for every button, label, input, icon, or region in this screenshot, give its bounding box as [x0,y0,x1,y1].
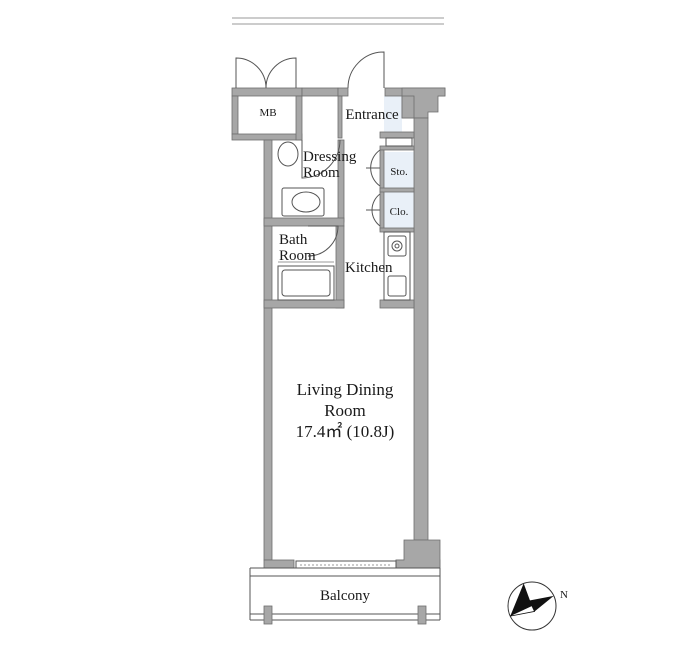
closet-label: Clo. [390,206,409,218]
mb-label: MB [259,107,276,119]
storage-label: Sto. [390,166,408,178]
living-dining-label-2: Room [324,401,366,420]
living-dining-area: 17.4㎡ (10.8J) [296,422,395,441]
bath-room-label-1: Bath [279,232,308,248]
compass: N [507,581,568,631]
north-label: N [560,589,568,601]
balcony-label: Balcony [320,588,370,604]
entrance-tint [384,96,414,228]
entrance-label: Entrance [345,107,399,123]
fixtures [277,137,413,301]
dressing-room-label-1: Dressing [303,149,357,165]
doors [235,51,385,257]
compass-needle-icon [509,583,554,617]
balcony [249,560,441,625]
bath-room-label-2: Room [279,248,316,264]
kitchen-label: Kitchen [345,260,393,276]
living-dining-label-1: Living Dining [297,380,394,399]
corridor-lines [232,17,444,25]
walls [231,87,446,569]
dressing-room-label-2: Room [303,165,340,181]
